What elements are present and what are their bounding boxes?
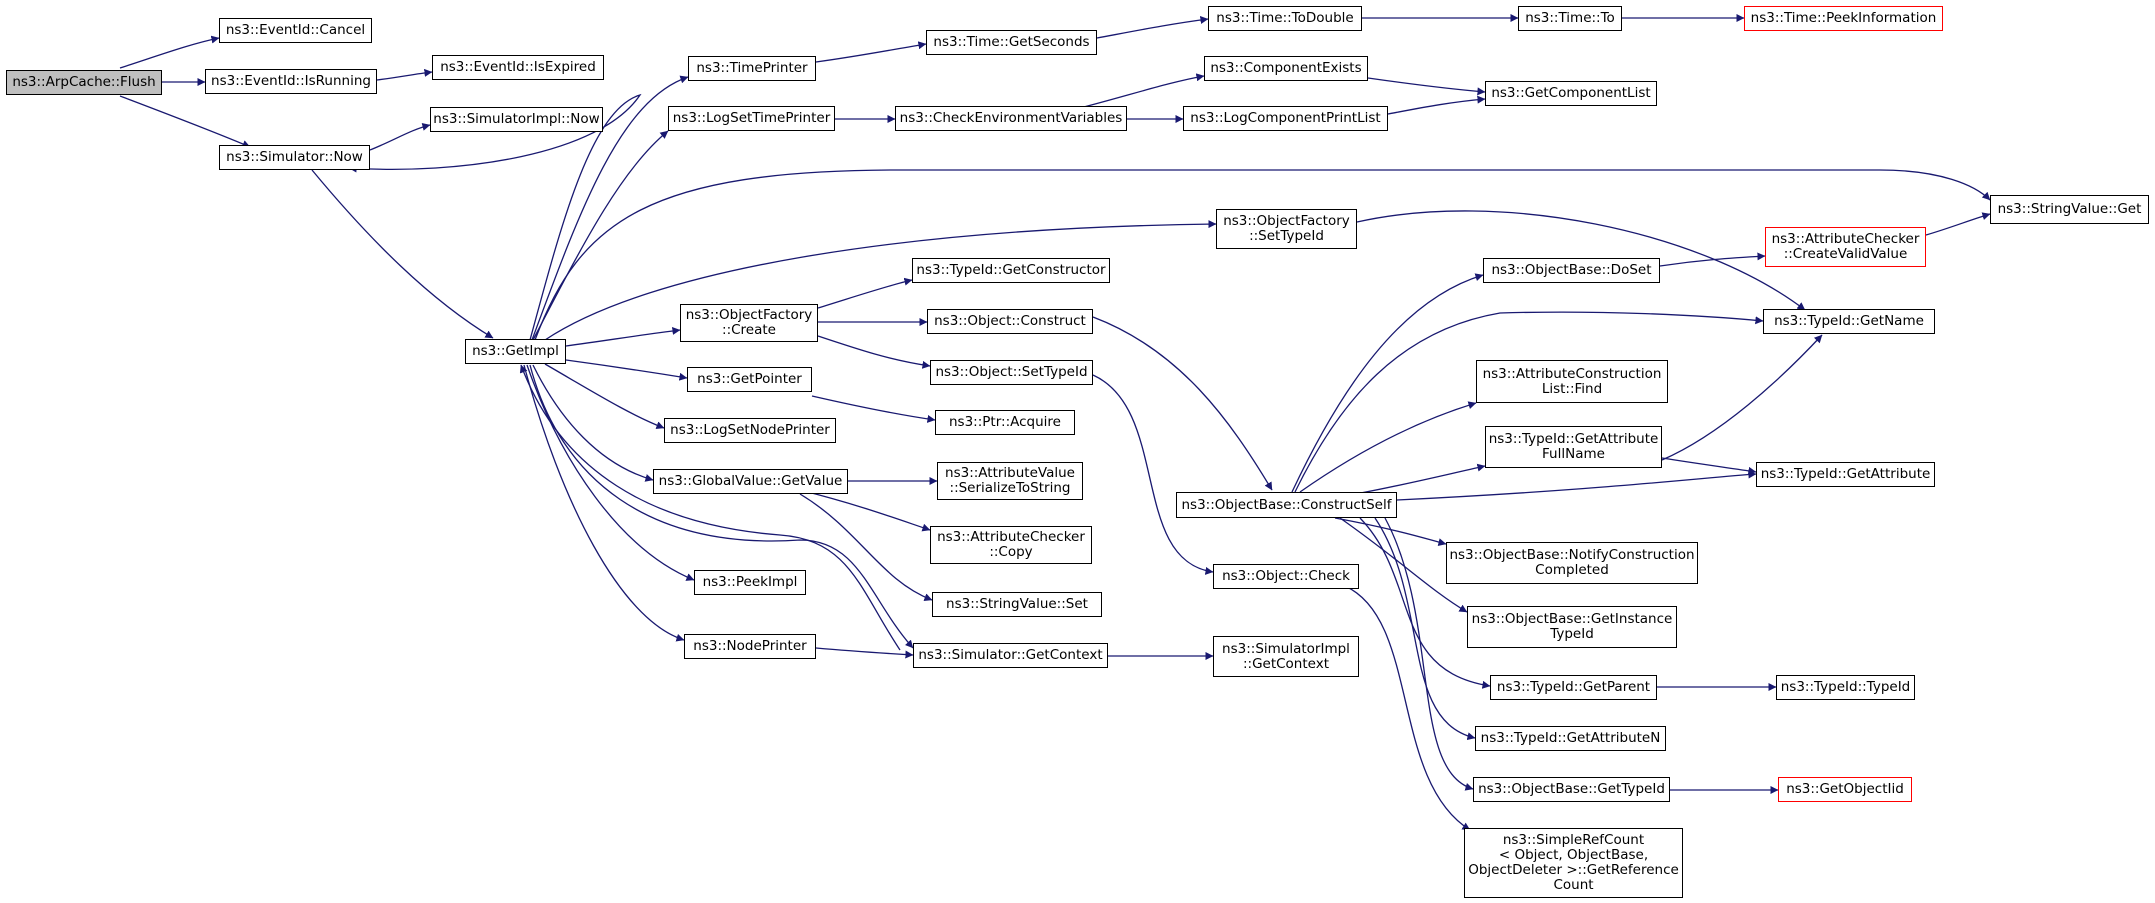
edge-constructself-obgettypeid: [1384, 517, 1474, 791]
node-stringvalue-get[interactable]: ns3::StringValue::Get: [1990, 195, 2149, 224]
edge-constructself-obgetinst: [1339, 517, 1468, 613]
node-typeid-getname[interactable]: ns3::TypeId::GetName: [1763, 309, 1935, 334]
edge-getimpl-ofcreate: [565, 326, 681, 347]
node-objectfactory-settypeid[interactable]: ns3::ObjectFactory ::SetTypeId: [1216, 209, 1357, 249]
edge-getpointer-ptracquire: [811, 395, 936, 423]
edge-flush-simnow: [119, 95, 251, 148]
node-attributechecker-createvalidvalue[interactable]: ns3::AttributeChecker ::CreateValidValue: [1765, 227, 1926, 267]
node-arpcache-flush: ns3::ArpCache::Flush: [6, 70, 162, 95]
edge-constructself-obdoset: [1291, 273, 1484, 493]
node-typeid-getattribute[interactable]: ns3::TypeId::GetAttribute: [1756, 462, 1935, 487]
node-objectbase-getinstancetypeid[interactable]: ns3::ObjectBase::GetInstance TypeId: [1467, 606, 1677, 648]
edge-constructself-acfind: [1299, 401, 1477, 493]
node-typeid-getattributefullname[interactable]: ns3::TypeId::GetAttribute FullName: [1485, 426, 1662, 468]
edge-getimpl-timeprinter: [531, 75, 689, 341]
edge-getimpl-peekimpl: [526, 364, 695, 581]
edge-getimpl-gvgetvalue: [532, 364, 654, 482]
node-timeprinter[interactable]: ns3::TimePrinter: [688, 56, 816, 81]
edge-objconstruct-constructself: [1092, 316, 1273, 491]
edge-ofcreate-getconstructor: [817, 277, 913, 309]
node-getimpl[interactable]: ns3::GetImpl: [465, 339, 566, 364]
node-attributeconstructionlist-find[interactable]: ns3::AttributeConstruction List::Find: [1476, 360, 1668, 403]
node-eventid-isrunning[interactable]: ns3::EventId::IsRunning: [205, 69, 377, 94]
edge-simgetcontext-getimpl: [519, 364, 901, 651]
edge-constructself-tidgetattrfull: [1349, 463, 1486, 496]
edge-getimpl-getpointer: [565, 359, 688, 381]
node-ptr-acquire[interactable]: ns3::Ptr::Acquire: [935, 410, 1075, 435]
node-simulatorimpl-now[interactable]: ns3::SimulatorImpl::Now: [430, 107, 603, 132]
edge-gvgetvalue-accopy: [799, 489, 931, 532]
edge-constructself-obnotify: [1334, 517, 1447, 547]
edge-getimpl-simnow: [348, 93, 642, 341]
edge-compexists-getcomplist: [1367, 77, 1486, 96]
edge-isrunning-isexpired: [376, 68, 433, 81]
node-objectfactory-create[interactable]: ns3::ObjectFactory ::Create: [680, 304, 818, 342]
node-typeid-typeid[interactable]: ns3::TypeId::TypeId: [1776, 675, 1915, 700]
node-time-to[interactable]: ns3::Time::To: [1518, 6, 1622, 31]
node-objectbase-constructself[interactable]: ns3::ObjectBase::ConstructSelf: [1176, 492, 1397, 518]
edge-flush-cancel: [119, 35, 220, 69]
edge-constructself-tidgetparent: [1359, 517, 1491, 689]
node-attributechecker-copy[interactable]: ns3::AttributeChecker ::Copy: [930, 526, 1092, 564]
edge-ofsettypeid-tidgetname: [1356, 210, 1806, 311]
node-getobjectiid[interactable]: ns3::GetObjectIid: [1778, 777, 1912, 802]
edge-objcheck-simplerefcount: [1344, 585, 1471, 831]
node-objectbase-gettypeid[interactable]: ns3::ObjectBase::GetTypeId: [1473, 777, 1670, 802]
node-time-peekinformation[interactable]: ns3::Time::PeekInformation: [1744, 6, 1943, 31]
edge-checkenv-compexists: [1079, 73, 1205, 109]
node-logsettimeprinter[interactable]: ns3::LogSetTimePrinter: [668, 106, 835, 131]
edge-constructself-tidgetattrn: [1374, 517, 1476, 741]
edge-getimpl-ofsettypeid: [544, 220, 1217, 341]
edge-simnow-simimplnow: [369, 122, 431, 151]
node-typeid-getattributen[interactable]: ns3::TypeId::GetAttributeN: [1475, 726, 1666, 751]
node-simulator-getcontext[interactable]: ns3::Simulator::GetContext: [913, 643, 1108, 668]
edge-simnow-getimpl: [311, 169, 494, 339]
edge-constructself-tidgetname: [1294, 311, 1764, 493]
edge-tidgetattrfull-tidgetname: [1661, 334, 1823, 461]
node-simplerefcount-getreferencecount[interactable]: ns3::SimpleRefCount < Object, ObjectBase…: [1464, 828, 1683, 898]
node-object-construct[interactable]: ns3::Object::Construct: [927, 309, 1093, 334]
edge-getimpl-simgetcontext: [529, 364, 914, 649]
node-eventid-isexpired[interactable]: ns3::EventId::IsExpired: [432, 55, 604, 80]
edge-accreatevalid-svget: [1925, 212, 1991, 236]
node-typeid-getconstructor[interactable]: ns3::TypeId::GetConstructor: [912, 258, 1110, 283]
edge-tidgetattrfull-tidgetattr: [1661, 457, 1757, 475]
node-attributevalue-serializetostring[interactable]: ns3::AttributeValue ::SerializeToString: [937, 462, 1083, 500]
node-componentexists[interactable]: ns3::ComponentExists: [1204, 56, 1368, 81]
node-stringvalue-set[interactable]: ns3::StringValue::Set: [932, 592, 1102, 617]
node-object-check[interactable]: ns3::Object::Check: [1213, 564, 1359, 589]
edge-obdoset-accreatevalid: [1659, 252, 1766, 267]
edge-getimpl-logsetnode: [544, 363, 665, 430]
node-time-todouble[interactable]: ns3::Time::ToDouble: [1208, 6, 1362, 31]
node-object-settypeid[interactable]: ns3::Object::SetTypeId: [930, 360, 1093, 385]
node-peekimpl[interactable]: ns3::PeekImpl: [694, 570, 806, 595]
node-simulatorimpl-getcontext[interactable]: ns3::SimulatorImpl ::GetContext: [1213, 636, 1359, 677]
node-time-getseconds[interactable]: ns3::Time::GetSeconds: [926, 30, 1097, 55]
edge-getseconds-todouble: [1096, 16, 1209, 39]
node-logcomponentprintlist[interactable]: ns3::LogComponentPrintList: [1183, 106, 1388, 131]
node-getcomponentlist[interactable]: ns3::GetComponentList: [1485, 81, 1657, 106]
node-eventid-cancel[interactable]: ns3::EventId::Cancel: [219, 18, 372, 43]
edge-ofcreate-objsettypeid: [817, 335, 931, 369]
node-globalvalue-getvalue[interactable]: ns3::GlobalValue::GetValue: [653, 469, 848, 494]
node-objectbase-notifyconstructioncompleted[interactable]: ns3::ObjectBase::NotifyConstruction Comp…: [1446, 542, 1698, 584]
node-objectbase-doset[interactable]: ns3::ObjectBase::DoSet: [1483, 258, 1660, 283]
node-checkenvironmentvariables[interactable]: ns3::CheckEnvironmentVariables: [895, 106, 1127, 131]
edge-timeprinter-getseconds: [815, 41, 927, 63]
node-nodeprinter[interactable]: ns3::NodePrinter: [684, 634, 816, 659]
node-typeid-getparent[interactable]: ns3::TypeId::GetParent: [1490, 675, 1657, 700]
edge-constructself-tidgetattr: [1396, 470, 1757, 501]
edge-getimpl-logsettime: [532, 130, 669, 341]
edge-nodeprinter-simgetcontext: [815, 647, 914, 659]
edge-getimpl-svget: [534, 169, 1991, 341]
edge-objsettypeid-objcheck: [1092, 374, 1214, 575]
node-getpointer[interactable]: ns3::GetPointer: [687, 367, 812, 392]
node-logsetnodeprinter[interactable]: ns3::LogSetNodePrinter: [664, 418, 836, 443]
edge-gvgetvalue-svset: [799, 493, 933, 601]
edge-logcompprint-getcomplist: [1387, 95, 1486, 115]
node-simulator-now[interactable]: ns3::Simulator::Now: [219, 145, 370, 170]
edge-getimpl-nodeprinter: [523, 364, 685, 642]
